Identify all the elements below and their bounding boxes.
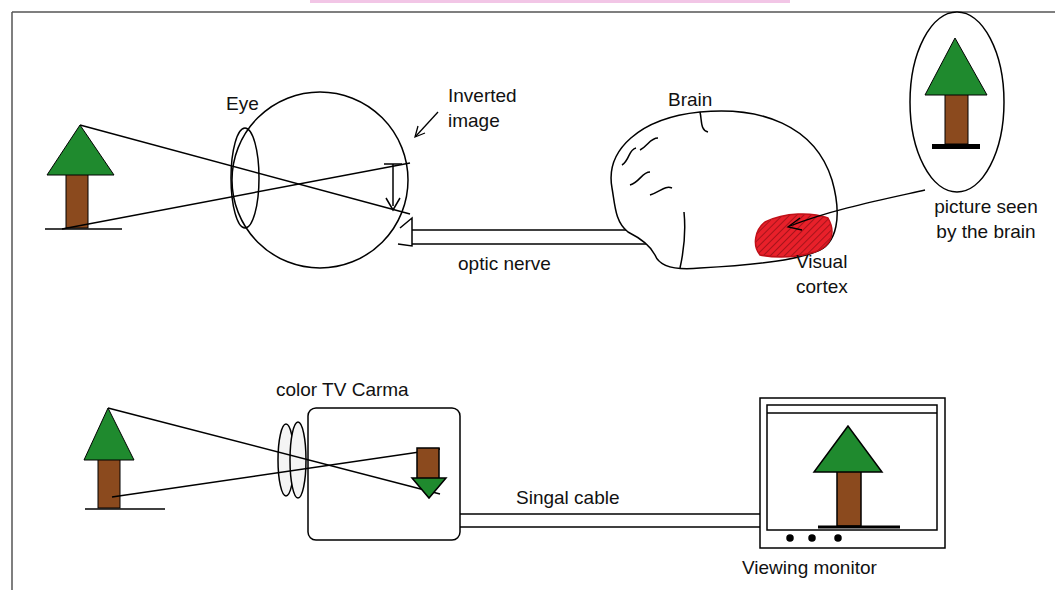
viewing-monitor <box>760 398 945 548</box>
frame <box>12 11 1055 13</box>
part-label: Inverted image <box>448 84 538 133</box>
caption-label: picture seen by the brain <box>924 195 1048 244</box>
top-strip <box>310 0 790 3</box>
part-label: optic nerve <box>458 252 578 277</box>
tree-object <box>84 408 165 509</box>
leader-arrow <box>415 112 438 137</box>
brain <box>611 111 837 269</box>
part-label: Viewing monitor <box>742 556 942 581</box>
part-label: Visual cortex <box>796 250 876 299</box>
part-label: Brain <box>668 88 738 113</box>
tree-object <box>45 125 122 229</box>
frame <box>11 12 13 590</box>
part-label: Singal cable <box>516 486 656 511</box>
part-label: Eye <box>226 92 276 117</box>
tv-camera <box>108 408 460 540</box>
eye <box>62 92 412 268</box>
part-label: color TV Carma <box>276 378 456 403</box>
signal-cable <box>460 514 762 527</box>
